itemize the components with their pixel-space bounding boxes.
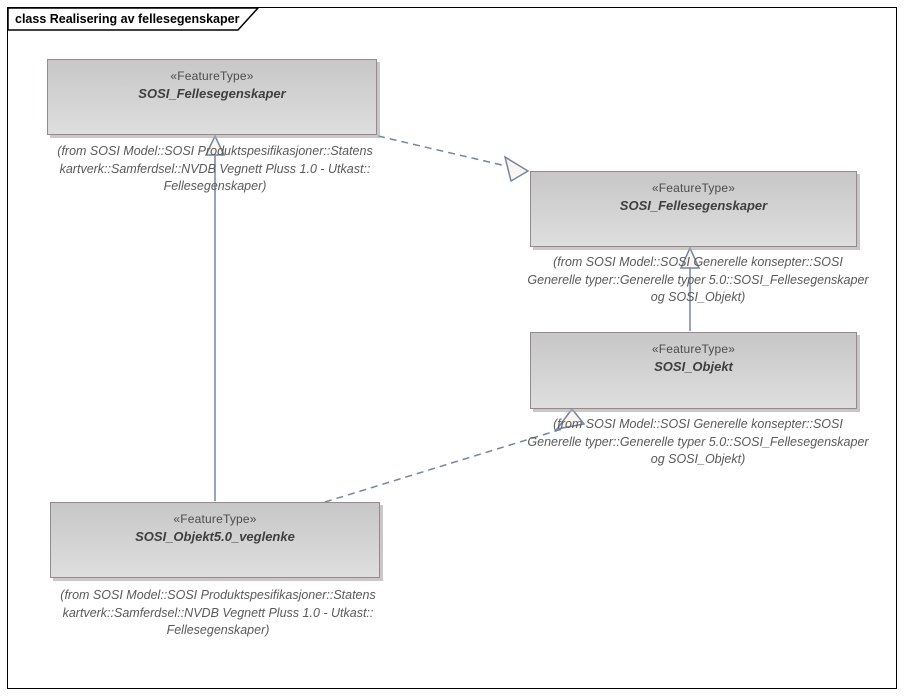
note-line: (from SOSI Model::SOSI Produktspesifikas…	[57, 144, 373, 158]
note-line: Fellesegenskaper)	[166, 623, 270, 637]
note-sosi-objekt: (from SOSI Model::SOSI Generelle konsept…	[508, 416, 888, 469]
class-name: SOSI_Objekt5.0_veglenke	[135, 529, 295, 544]
note-sosi-fellesegenskaper-generelle: (from SOSI Model::SOSI Generelle konsept…	[508, 254, 888, 307]
note-sosi-fellesegenskaper-nvdb: (from SOSI Model::SOSI Produktspesifikas…	[35, 143, 395, 196]
class-box-sosi-fellesegenskaper-nvdb[interactable]: «FeatureType» SOSI_Fellesegenskaper	[47, 59, 377, 135]
stereotype-label: «FeatureType»	[173, 512, 257, 526]
note-line: (from SOSI Model::SOSI Generelle konsept…	[553, 255, 843, 269]
class-box-sosi-objekt[interactable]: «FeatureType» SOSI_Objekt	[530, 332, 857, 409]
note-sosi-objekt50-veglenke: (from SOSI Model::SOSI Produktspesifikas…	[38, 587, 398, 640]
note-line: (from SOSI Model::SOSI Generelle konsept…	[553, 417, 843, 431]
stereotype-label: «FeatureType»	[651, 342, 736, 356]
note-line: og SOSI_Objekt)	[650, 452, 746, 466]
note-line: Generelle typer::Generelle typer 5.0::SO…	[527, 272, 869, 287]
diagram-frame	[7, 7, 897, 689]
note-line: kartverk::Samferdsel::NVDB Vegnett Pluss…	[59, 161, 371, 176]
class-name: SOSI_Fellesegenskaper	[138, 86, 286, 101]
class-box-sosi-objekt50-veglenke[interactable]: «FeatureType» SOSI_Objekt5.0_veglenke	[50, 502, 380, 578]
note-line: og SOSI_Objekt)	[650, 290, 746, 304]
class-box-sosi-fellesegenskaper-generelle[interactable]: «FeatureType» SOSI_Fellesegenskaper	[530, 171, 857, 247]
class-name: SOSI_Fellesegenskaper	[619, 198, 768, 213]
class-name: SOSI_Objekt	[654, 359, 733, 374]
note-line: kartverk::Samferdsel::NVDB Vegnett Pluss…	[62, 605, 374, 620]
stereotype-label: «FeatureType»	[651, 181, 736, 195]
diagram-title: class Realisering av fellesegenskaper	[15, 12, 240, 26]
note-line: (from SOSI Model::SOSI Produktspesifikas…	[60, 588, 376, 602]
note-line: Generelle typer::Generelle typer 5.0::SO…	[527, 434, 869, 449]
stereotype-label: «FeatureType»	[170, 69, 254, 83]
note-line: Fellesegenskaper)	[163, 179, 267, 193]
